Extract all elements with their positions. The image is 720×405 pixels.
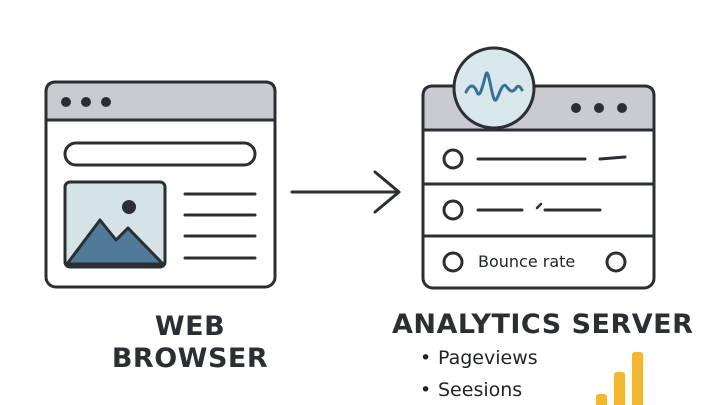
bounce-rate-label: Bounce rate xyxy=(478,252,576,271)
row-3-marker-left xyxy=(442,251,464,273)
bullet: • xyxy=(420,379,432,401)
row-2-marker xyxy=(442,199,464,221)
browser-title-line2: BROWSER xyxy=(111,343,269,374)
panel-dot-1 xyxy=(571,103,581,113)
metric-item: • Seesions xyxy=(420,379,522,401)
address-bar xyxy=(63,141,257,167)
metric-label: Seesions xyxy=(438,379,523,401)
metric-label: Pageviews xyxy=(438,347,538,369)
row-2-tick xyxy=(535,202,543,210)
browser-window-icon xyxy=(44,80,277,289)
arrow-right-icon xyxy=(290,170,401,214)
browser-title-line1: WEB xyxy=(154,311,226,342)
row-3-marker-right xyxy=(605,251,627,273)
bullet: • xyxy=(420,347,432,369)
metric-item: • Pageviews xyxy=(420,347,538,369)
panel-dot-2 xyxy=(594,103,604,113)
panel-dot-3 xyxy=(617,103,627,113)
row-1-tick xyxy=(598,155,627,161)
row-1-marker xyxy=(442,148,464,170)
server-title: ANALYTICS SERVER xyxy=(392,309,694,340)
bar-chart-icon xyxy=(596,352,643,405)
image-placeholder-icon xyxy=(63,180,167,269)
window-dot-1 xyxy=(61,97,71,107)
bar-3 xyxy=(632,352,643,405)
pulse-wave-icon xyxy=(452,46,536,130)
window-dot-3 xyxy=(101,97,111,107)
bar-2 xyxy=(614,372,625,405)
window-dot-2 xyxy=(81,97,91,107)
bar-1 xyxy=(596,394,607,405)
